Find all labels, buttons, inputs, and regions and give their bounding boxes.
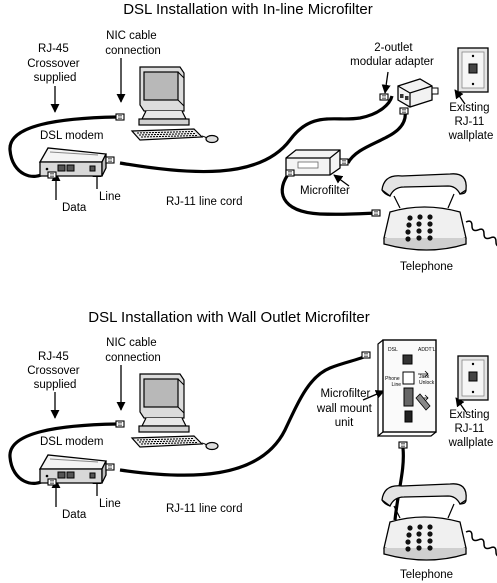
unit-dsl-port-label: DSL bbox=[388, 347, 398, 353]
inline-microfilter-label: Microfilter bbox=[300, 185, 350, 197]
wall-telephone-label: Telephone bbox=[400, 569, 453, 581]
inline-nic-plug bbox=[115, 113, 125, 121]
inline-microfilter-diagram: DSL Installation with In-line Microfilte… bbox=[8, 1, 497, 273]
telephone-icon bbox=[381, 483, 497, 561]
inline-adapter-arrow bbox=[381, 71, 391, 94]
wallplate-icon bbox=[457, 47, 489, 93]
inline-line-plug bbox=[105, 156, 115, 164]
wall-unit-bottom-plug bbox=[398, 441, 408, 449]
unit-jack-unlock-label: Jack Unlock bbox=[419, 374, 435, 386]
modular-adapter-icon bbox=[397, 78, 439, 108]
wall-cord-label: RJ-11 line cord bbox=[166, 503, 243, 515]
wall-unit-arrow bbox=[362, 390, 385, 401]
inline-adapter-plug-left bbox=[379, 93, 389, 101]
wall-modem-label: DSL modem bbox=[40, 436, 104, 448]
inline-wallplate-arrow bbox=[454, 89, 466, 105]
wall-outlet-microfilter-diagram: DSL Installation with Wall Outlet Microf… bbox=[8, 309, 497, 581]
inline-adapter-label: 2-outlet modular adapter bbox=[350, 42, 434, 68]
computer-icon bbox=[131, 66, 219, 144]
wall-line-label: Line bbox=[99, 498, 121, 510]
wall-unit-plug bbox=[361, 351, 371, 359]
wall-data-plug bbox=[47, 478, 57, 486]
wall-data-label: Data bbox=[62, 509, 87, 521]
wall-wallplate-label: Existing RJ-11 wallplate bbox=[448, 409, 494, 449]
inline-data-plug bbox=[47, 171, 57, 179]
inline-microfilter-arrow bbox=[333, 174, 350, 187]
wall-nic-plug bbox=[115, 420, 125, 428]
inline-data-label: Data bbox=[62, 202, 87, 214]
wall-diagram-title: DSL Installation with Wall Outlet Microf… bbox=[88, 309, 369, 326]
inline-phone-plug bbox=[371, 209, 381, 217]
telephone-icon bbox=[381, 173, 497, 251]
wall-mount-filter-icon: DSL ADDT'L Phone Line Jack Unlock bbox=[377, 339, 437, 438]
inline-crossover-cable bbox=[8, 115, 118, 178]
inline-adapter-to-filter-cord bbox=[346, 109, 407, 164]
inline-diagram-title: DSL Installation with In-line Microfilte… bbox=[123, 1, 373, 18]
inline-cord-label: RJ-11 line cord bbox=[166, 196, 243, 208]
inline-modem-label: DSL modem bbox=[40, 130, 104, 142]
inline-nic-label: NIC cable connection bbox=[105, 30, 161, 57]
wall-unit-to-phone-cord bbox=[393, 447, 405, 521]
inline-telephone-label: Telephone bbox=[400, 261, 453, 273]
inline-filter-plug-left bbox=[285, 169, 295, 177]
inline-rj45-label: RJ-45 Crossover supplied bbox=[27, 43, 83, 84]
unit-addtl-port-label: ADDT'L bbox=[418, 347, 436, 353]
inline-wallplate-label: Existing RJ-11 wallplate bbox=[448, 102, 494, 142]
inline-filter-plug-right bbox=[339, 158, 349, 166]
computer-icon bbox=[131, 373, 219, 451]
wall-line-plug bbox=[105, 463, 115, 471]
inline-rj11-cord bbox=[119, 95, 394, 174]
wall-rj45-label: RJ-45 Crossover supplied bbox=[27, 351, 83, 391]
inline-line-label: Line bbox=[99, 191, 121, 203]
wallplate-icon bbox=[457, 355, 489, 401]
inline-adapter-plug-right bbox=[399, 107, 409, 115]
wall-crossover-cable bbox=[8, 422, 118, 485]
wall-rj11-cord bbox=[119, 354, 367, 477]
wall-nic-label: NIC cable connection bbox=[105, 337, 161, 364]
inline-filter-to-phone-cord bbox=[280, 170, 379, 216]
unit-phone-line-label: Phone Line bbox=[385, 376, 401, 388]
wall-unit-label: Microfilter wall mount unit bbox=[316, 388, 375, 429]
